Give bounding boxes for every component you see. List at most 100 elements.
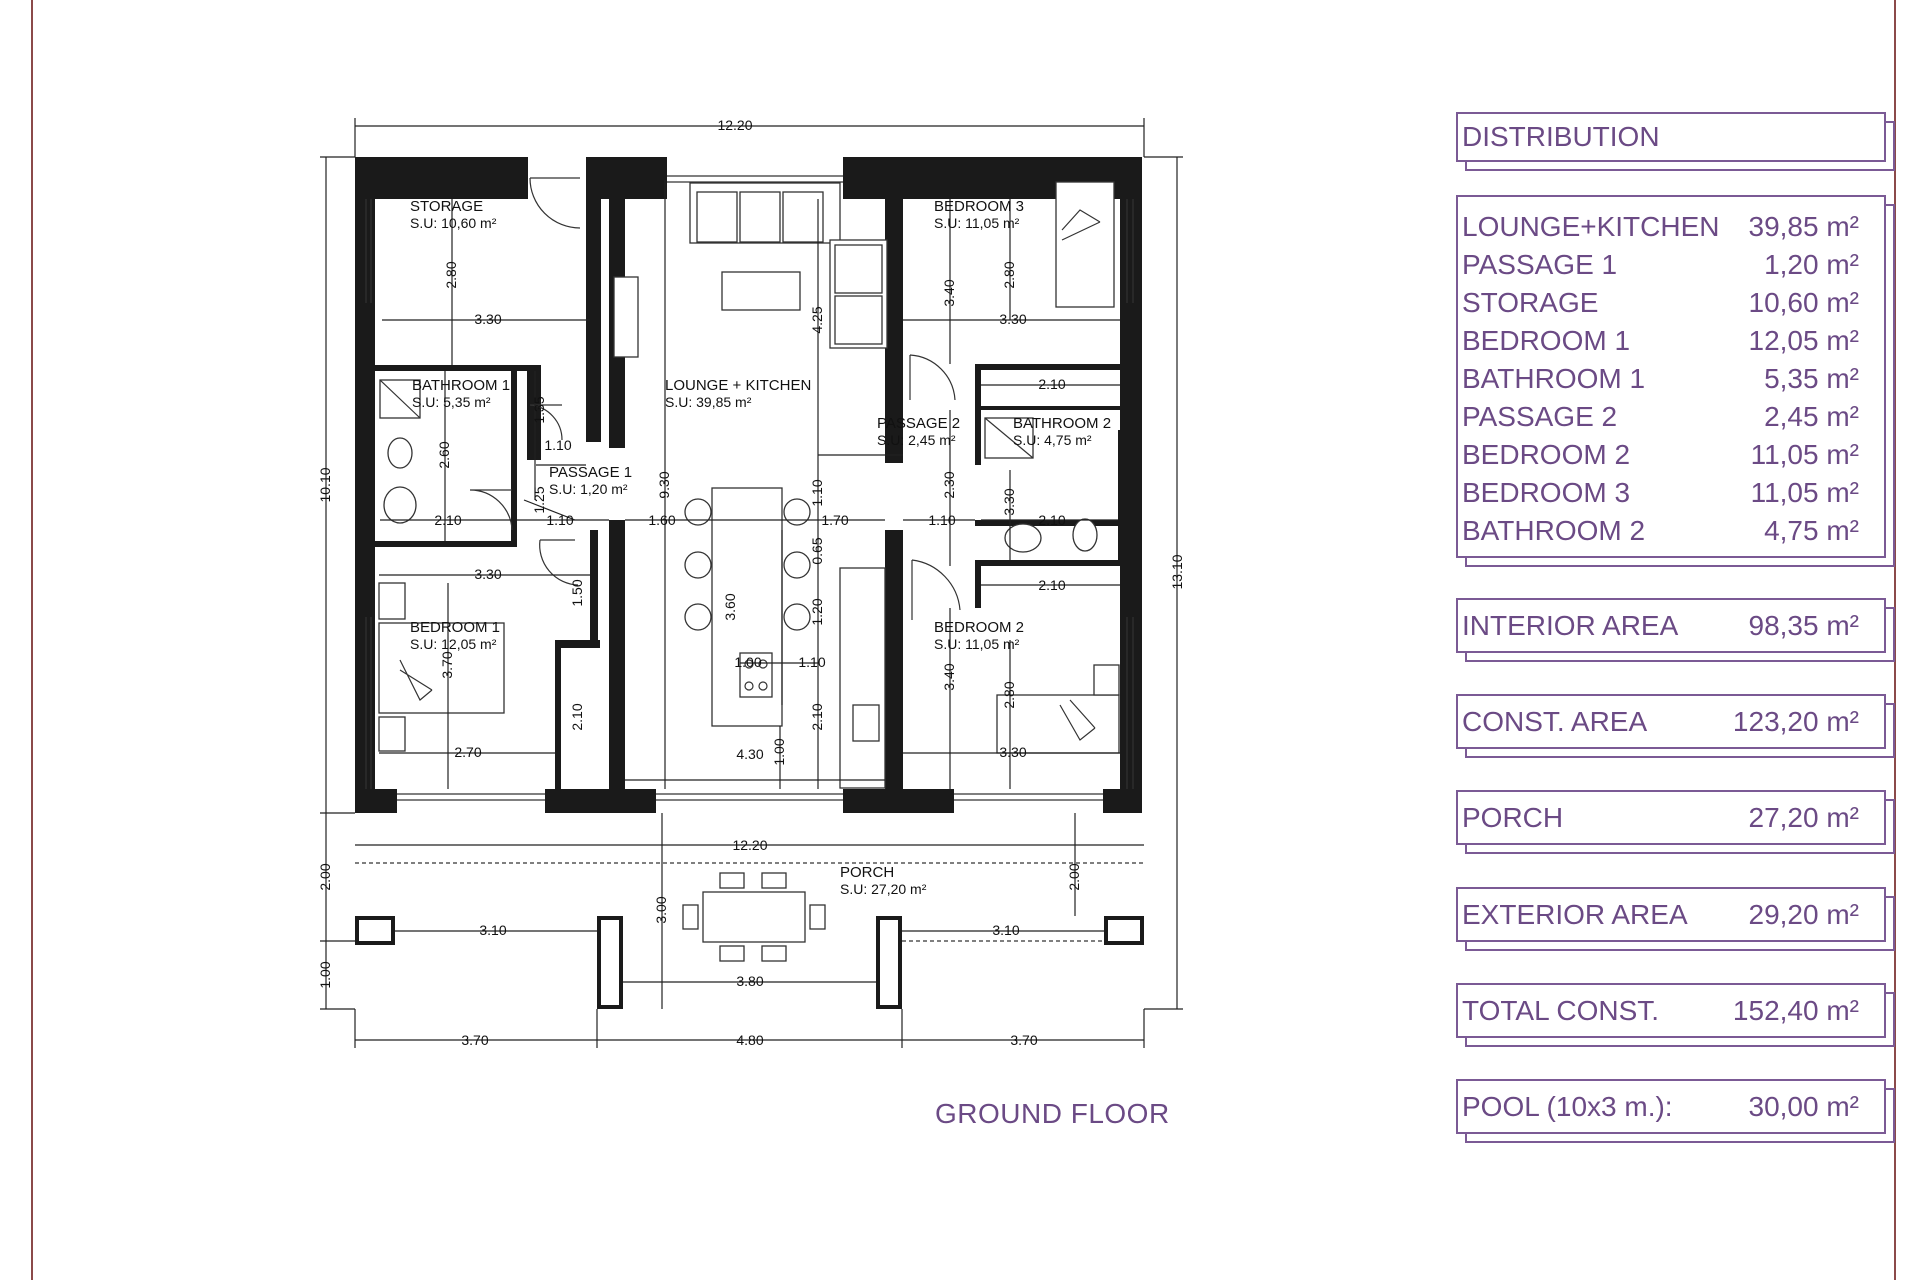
dim-passage2-w: 1.10 <box>928 512 955 528</box>
dist-row-value: 11,05 m² <box>1750 477 1859 508</box>
dist-row-value: 39,85 m² <box>1748 211 1860 242</box>
room-bedroom1-area: S.U: 12,05 m² <box>410 636 497 652</box>
dist-row-label: BEDROOM 1 <box>1462 325 1631 356</box>
const-area-label: CONST. AREA <box>1462 705 1648 737</box>
dist-row: PASSAGE 2 2,45 m² <box>1458 398 1884 436</box>
dist-row-value: 5,35 m² <box>1764 363 1859 394</box>
dist-row-label: BATHROOM 1 <box>1462 363 1646 394</box>
windows <box>365 175 1134 801</box>
dist-row: BATHROOM 1 5,35 m² <box>1458 360 1884 398</box>
pool-area-box: POOL (10x3 m.):30,00 m² <box>1456 1079 1895 1143</box>
dim-lounge-h: 9.30 <box>656 471 672 498</box>
dimension-lines <box>320 118 1183 1048</box>
walls <box>355 157 1142 813</box>
dist-row-label: PASSAGE 1 <box>1462 249 1618 280</box>
dim-passage1-b: 1.10 <box>546 512 573 528</box>
room-porch-area: S.U: 27,20 m² <box>840 881 927 897</box>
room-storage-name: STORAGE <box>410 198 483 215</box>
dim-porch-depth-mid: 3.00 <box>653 896 669 923</box>
dist-row-label: STORAGE <box>1462 287 1599 318</box>
distribution-header-box: DISTRIBUTION <box>1456 112 1895 171</box>
right-frame-line <box>1894 0 1896 1280</box>
dim-bed2-h2: 2.80 <box>1001 681 1017 708</box>
dim-cooktop-a: 1.00 <box>734 654 761 670</box>
room-bathroom1-name: BATHROOM 1 <box>412 377 510 394</box>
dim-left-height: 10.10 <box>317 467 333 502</box>
room-passage1-area: S.U: 1,20 m² <box>549 481 628 497</box>
dim-bed3-h1: 3.40 <box>941 279 957 306</box>
dim-storage-w: 3.30 <box>474 311 501 327</box>
total-const-box: TOTAL CONST.152,40 m² <box>1456 983 1895 1047</box>
dist-row-value: 4,75 m² <box>1764 515 1859 546</box>
dim-island-c: 0.65 <box>809 537 825 564</box>
dim-top-width: 12.20 <box>717 117 752 133</box>
const-area-value: 123,20 m² <box>1732 705 1859 737</box>
dim-lounge-top: 4.25 <box>809 306 825 333</box>
furniture <box>378 181 1120 962</box>
dim-bed1-closet: 2.10 <box>569 703 585 730</box>
dim-closet3-w: 2.10 <box>1038 376 1065 392</box>
room-porch-name: PORCH <box>840 864 894 881</box>
dim-island-a: 1.10 <box>809 479 825 506</box>
dim-passage2-h: 2.30 <box>941 471 957 498</box>
room-passage2-area: S.U: 2,45 m² <box>877 432 956 448</box>
interior-area-value: 98,35 m² <box>1748 609 1860 641</box>
dim-bottom-left: 3.70 <box>461 1032 488 1048</box>
room-bathroom2-name: BATHROOM 2 <box>1013 415 1111 432</box>
dim-bath1-a: 1.35 <box>531 396 547 423</box>
dist-row-label: LOUNGE+KITCHEN <box>1462 211 1720 242</box>
dim-bath1-w: 2.10 <box>434 512 461 528</box>
dist-row: BEDROOM 1 12,05 m² <box>1458 322 1884 360</box>
dist-row-value: 11,05 m² <box>1750 439 1859 470</box>
room-storage-area: S.U: 10,60 m² <box>410 215 497 231</box>
dim-bed3-h2: 2.80 <box>1001 261 1017 288</box>
dim-bed1-top: 3.30 <box>474 566 501 582</box>
dist-row-label: PASSAGE 2 <box>1462 401 1618 432</box>
dim-porch-depth-right: 2.00 <box>1066 863 1082 890</box>
porch-area-value: 27,20 m² <box>1748 801 1860 833</box>
dist-row: BEDROOM 3 11,05 m² <box>1458 474 1884 512</box>
distribution-header: DISTRIBUTION <box>1462 121 1660 152</box>
dim-bath2-w: 2.10 <box>1038 512 1065 528</box>
dim-island-b: 1.70 <box>821 512 848 528</box>
dim-right-height: 13.10 <box>1169 554 1185 589</box>
room-lounge-name: LOUNGE + KITCHEN <box>665 377 811 394</box>
dist-row-label: BEDROOM 3 <box>1462 477 1631 508</box>
pool-area-label: POOL (10x3 m.): <box>1462 1090 1673 1122</box>
dim-island-e: 1.20 <box>809 598 825 625</box>
dim-closet2-w: 2.10 <box>1038 577 1065 593</box>
dim-porch-depth-left: 2.00 <box>317 863 333 890</box>
room-labels: STORAGE S.U: 10,60 m² BATHROOM 1 S.U: 5,… <box>410 198 1111 897</box>
exterior-area-value: 29,20 m² <box>1748 898 1860 930</box>
interior-area-label: INTERIOR AREA <box>1462 609 1679 641</box>
left-frame-line <box>31 0 33 1280</box>
dim-bottom-mid: 4.80 <box>736 1032 763 1048</box>
porch-area-box: PORCH 27,20 m² <box>1456 790 1895 854</box>
dim-porch-left: 3.10 <box>479 922 506 938</box>
dim-kitchen-b: 1.00 <box>771 738 787 765</box>
dim-bath1-h: 2.60 <box>436 441 452 468</box>
room-bedroom2-name: BEDROOM 2 <box>934 619 1024 636</box>
room-bathroom2-area: S.U: 4,75 m² <box>1013 432 1092 448</box>
dim-bed1-door: 1.50 <box>569 579 585 606</box>
sheet-title: GROUND FLOOR <box>935 1098 1170 1129</box>
dist-row-label: BEDROOM 2 <box>1462 439 1631 470</box>
dim-bed1-w: 2.70 <box>454 744 481 760</box>
dist-row-value: 12,05 m² <box>1748 325 1860 356</box>
room-passage2-name: PASSAGE 2 <box>877 415 960 432</box>
dim-bottom-right: 3.70 <box>1010 1032 1037 1048</box>
doors <box>469 177 961 620</box>
porch-area-label: PORCH <box>1462 801 1564 833</box>
porch-columns <box>355 862 1144 1009</box>
dim-front-step: 1.00 <box>317 961 333 988</box>
interior-walls <box>375 364 1124 789</box>
dim-lounge-left: 1.60 <box>648 512 675 528</box>
dist-row-value: 2,45 m² <box>1764 401 1859 432</box>
dim-bath2-h: 3.30 <box>1001 488 1017 515</box>
dim-passage1-a: 1.25 <box>531 486 547 513</box>
